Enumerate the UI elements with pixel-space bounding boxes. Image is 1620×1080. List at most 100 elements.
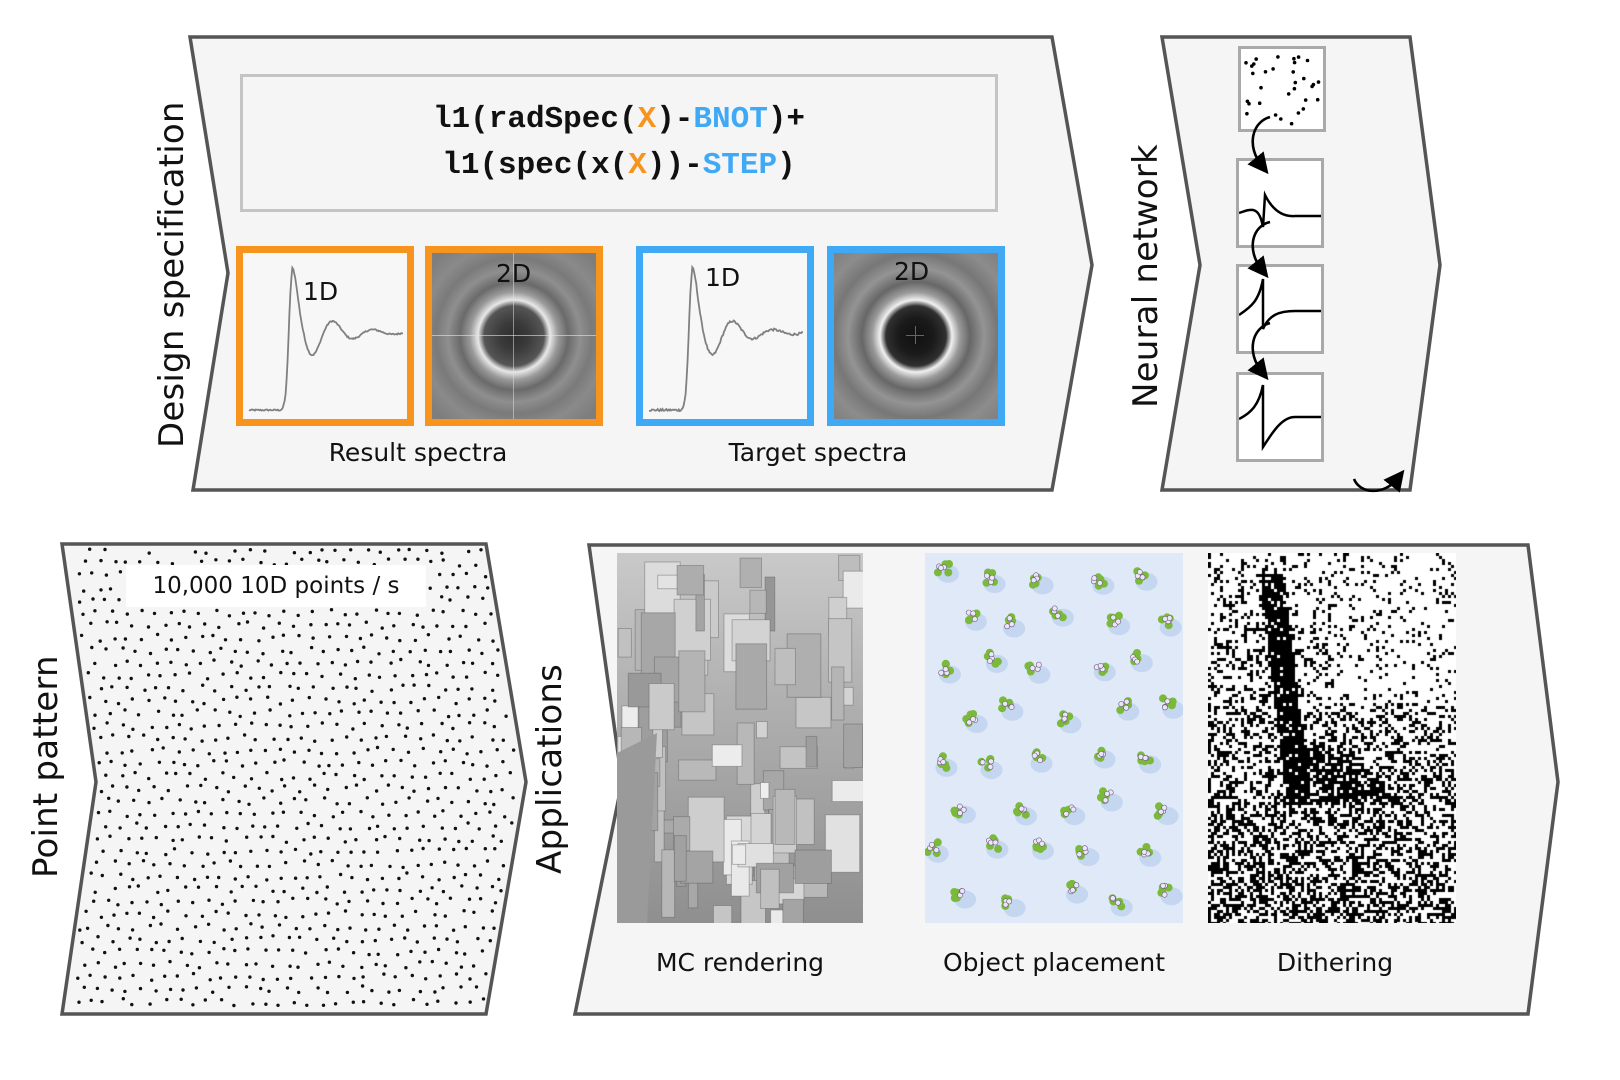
- pattern-point: [275, 824, 280, 828]
- pattern-point: [354, 838, 358, 842]
- pattern-point: [209, 812, 213, 816]
- pattern-point: [461, 608, 465, 613]
- building-block: [805, 735, 818, 768]
- pattern-point: [203, 998, 207, 1002]
- pattern-point: [473, 585, 477, 589]
- pattern-point: [144, 826, 148, 830]
- pattern-point: [289, 725, 293, 729]
- pattern-point: [130, 1002, 134, 1007]
- result-2d-axis-v: [513, 253, 514, 419]
- pattern-point: [119, 848, 123, 853]
- pattern-point: [398, 836, 402, 841]
- pattern-point: [279, 670, 283, 675]
- pattern-point: [207, 950, 211, 955]
- pattern-point: [343, 663, 348, 667]
- pattern-point: [461, 760, 466, 765]
- pattern-point: [100, 873, 105, 878]
- pattern-point: [183, 737, 187, 741]
- pattern-point: [336, 927, 340, 932]
- nn-input-dot: [1293, 80, 1298, 85]
- pattern-point: [80, 940, 84, 945]
- pattern-point: [77, 1000, 81, 1004]
- pattern-point: [264, 1002, 268, 1006]
- pattern-point: [367, 826, 372, 831]
- pattern-point: [168, 987, 173, 992]
- pattern-point: [117, 598, 121, 602]
- pattern-point: [233, 899, 237, 903]
- pattern-point: [377, 675, 382, 679]
- pattern-point: [222, 928, 226, 932]
- pattern-point: [234, 927, 238, 931]
- pattern-point: [116, 903, 120, 907]
- flower-object: [1013, 802, 1038, 826]
- flower-object: [1137, 751, 1162, 774]
- pattern-point: [153, 813, 157, 817]
- pattern-point: [249, 777, 254, 781]
- pattern-point: [118, 570, 123, 574]
- pattern-point: [490, 661, 495, 666]
- pattern-point: [103, 547, 107, 552]
- pattern-point: [202, 823, 207, 827]
- pattern-point: [282, 784, 287, 788]
- pattern-point: [262, 796, 266, 800]
- pattern-point: [177, 722, 182, 727]
- pattern-point: [463, 872, 468, 877]
- flower-object: [1056, 710, 1082, 734]
- pattern-point: [137, 911, 142, 915]
- pattern-point: [488, 939, 492, 943]
- pattern-point: [256, 659, 260, 663]
- pattern-point: [331, 815, 335, 819]
- pattern-point: [381, 901, 385, 906]
- neural-network-panel: [1159, 35, 1442, 492]
- pattern-point: [360, 984, 365, 988]
- target-2d-spectrum: 2D: [827, 246, 1005, 426]
- flower-object: [962, 710, 988, 733]
- pattern-point: [426, 633, 431, 637]
- pattern-point: [362, 698, 366, 702]
- pattern-point: [441, 558, 445, 562]
- pattern-point: [328, 712, 332, 716]
- pattern-point: [279, 850, 283, 854]
- pattern-point: [235, 671, 239, 675]
- pattern-point: [261, 977, 265, 982]
- pattern-point: [307, 695, 311, 700]
- pattern-point: [147, 698, 151, 703]
- pattern-point: [98, 639, 102, 643]
- pattern-point: [251, 824, 255, 828]
- pattern-point: [309, 645, 314, 650]
- pattern-point: [195, 708, 199, 712]
- pattern-point: [312, 813, 317, 818]
- pattern-point: [221, 797, 225, 802]
- pattern-point: [316, 662, 320, 666]
- pattern-point: [244, 688, 248, 692]
- pattern-point: [217, 723, 221, 728]
- pattern-point: [130, 900, 134, 905]
- pattern-point: [464, 846, 468, 851]
- pattern-point: [90, 571, 94, 575]
- pattern-point: [397, 988, 402, 993]
- pattern-point: [271, 889, 275, 893]
- pattern-point: [229, 890, 233, 894]
- building-block: [756, 721, 768, 739]
- pattern-point: [374, 789, 379, 793]
- pattern-point: [324, 622, 328, 627]
- pattern-point: [350, 648, 354, 653]
- building-block: [687, 880, 699, 909]
- pattern-point: [443, 785, 448, 790]
- pattern-point: [150, 947, 154, 952]
- pattern-point: [179, 950, 183, 954]
- pattern-point: [248, 548, 253, 552]
- pattern-point: [392, 624, 396, 628]
- pattern-point: [317, 764, 321, 768]
- pattern-point: [198, 661, 203, 666]
- pattern-point: [226, 911, 230, 915]
- nn-input-dot: [1263, 70, 1268, 74]
- pattern-point: [138, 762, 142, 766]
- pattern-point: [267, 684, 272, 689]
- pattern-point: [362, 850, 366, 854]
- building-block: [661, 849, 676, 918]
- pattern-point: [129, 676, 133, 681]
- pattern-point: [176, 899, 180, 903]
- pattern-point: [88, 973, 92, 977]
- pattern-point: [277, 923, 282, 927]
